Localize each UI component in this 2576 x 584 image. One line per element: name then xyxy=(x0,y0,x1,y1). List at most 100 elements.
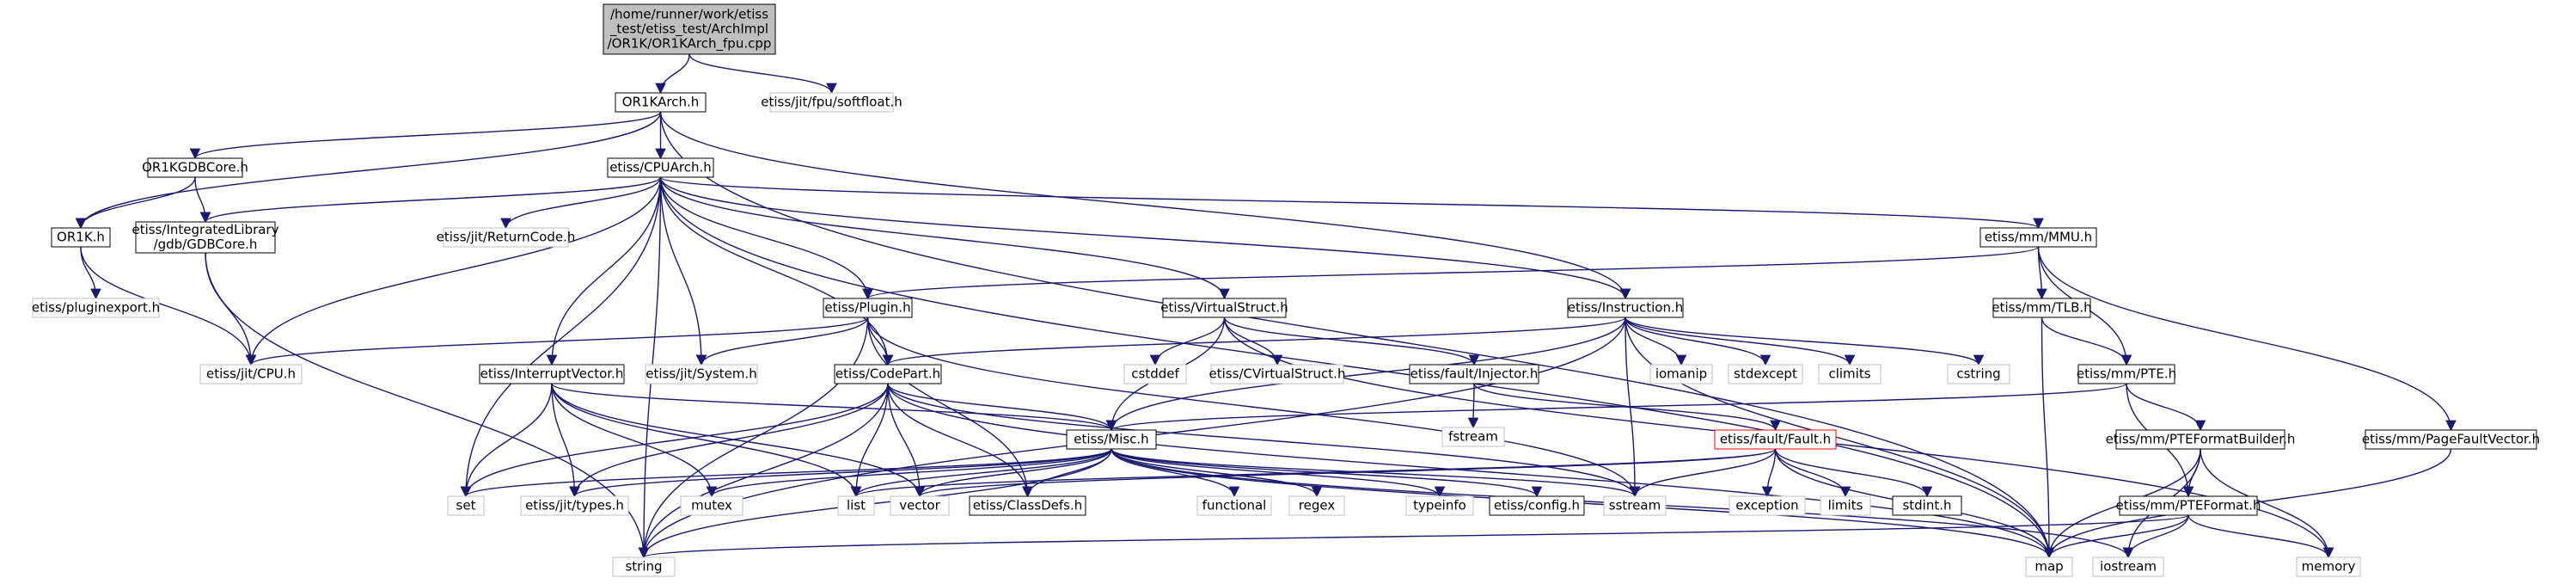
node-label-climits: climits xyxy=(1828,366,1870,382)
node-box-pluginexport xyxy=(32,298,160,318)
node-pte[interactable]: etiss/mm/PTE.h xyxy=(2077,364,2176,384)
node-label-root: /home/runner/work/etiss xyxy=(610,7,768,22)
node-misc[interactable]: etiss/Misc.h xyxy=(1066,429,1157,450)
edge-interruptvector-to-vector xyxy=(551,383,926,498)
node-box-fstream xyxy=(1441,427,1505,447)
edge-cpuarch-to-virtualstruct xyxy=(659,176,1230,300)
node-intlib[interactable]: etiss/IntegratedLibrary/gdb/GDBCore.h xyxy=(132,221,279,254)
node-map: map xyxy=(2025,556,2073,577)
node-limits: limits xyxy=(1820,495,1871,516)
node-label-fstream: fstream xyxy=(1448,429,1498,445)
node-layer: /home/runner/work/etiss_test/etiss_test/… xyxy=(32,3,2540,577)
edge-fault-to-vector xyxy=(915,448,1777,498)
node-fault[interactable]: etiss/fault/Fault.h xyxy=(1714,429,1837,450)
edge-instruction-to-climits xyxy=(1625,317,1856,366)
edge-codepart-to-jittypes xyxy=(569,383,889,498)
node-mmu[interactable]: etiss/mm/MMU.h xyxy=(1979,227,2097,248)
node-label-cstddef: cstddef xyxy=(1131,366,1179,382)
node-or1karch[interactable]: OR1KArch.h xyxy=(615,92,707,113)
node-stdexcept: stdexcept xyxy=(1728,364,1803,384)
node-box-jittypes xyxy=(520,495,629,516)
node-label-classdefs: etiss/ClassDefs.h xyxy=(973,498,1083,513)
node-iomanip: iomanip xyxy=(1649,364,1713,384)
node-label-functional: functional xyxy=(1202,498,1267,513)
node-codepart[interactable]: etiss/CodePart.h xyxy=(834,364,942,384)
node-virtualstruct[interactable]: etiss/VirtualStruct.h xyxy=(1160,298,1288,318)
node-box-functional xyxy=(1196,495,1272,516)
edge-instruction-to-cstring xyxy=(1625,317,1985,366)
node-stdint[interactable]: stdint.h xyxy=(1892,495,1962,516)
node-label-ptebuilder: etiss/mm/PTEFormatBuilder.h xyxy=(2106,432,2296,447)
node-box-stdexcept xyxy=(1728,364,1803,384)
edge-gdbcore-to-or1k xyxy=(75,176,196,230)
node-functional: functional xyxy=(1196,495,1272,516)
node-returncode: etiss/jit/ReturnCode.h xyxy=(437,227,576,248)
node-label-codepart: etiss/CodePart.h xyxy=(835,366,940,382)
node-pteformat[interactable]: etiss/mm/PTEFormat.h xyxy=(2115,495,2261,516)
node-box-injector xyxy=(1409,364,1539,384)
node-label-injector: etiss/fault/Injector.h xyxy=(1410,366,1539,382)
node-classdefs[interactable]: etiss/ClassDefs.h xyxy=(969,495,1086,516)
node-label-intlib: /gdb/GDBCore.h xyxy=(154,237,258,252)
node-cpuarch[interactable]: etiss/CPUArch.h xyxy=(607,157,714,178)
node-label-pte: etiss/mm/PTE.h xyxy=(2077,366,2176,382)
node-label-list: list xyxy=(847,498,866,513)
node-jitcpu: etiss/jit/CPU.h xyxy=(199,364,303,384)
edge-misc-to-typeinfo xyxy=(1111,448,1446,498)
edge-pteformat-to-map xyxy=(2043,514,2189,559)
edge-fault-to-sstream xyxy=(1629,448,1777,498)
node-vector: vector xyxy=(890,495,950,516)
edge-ptebuilder-to-memory xyxy=(2200,448,2334,559)
node-cstring: cstring xyxy=(1947,364,2010,384)
node-box-cvirtualstruct xyxy=(1210,364,1344,384)
node-string: string xyxy=(612,556,676,577)
node-box-mutex xyxy=(680,495,743,516)
node-box-plugin xyxy=(823,298,913,318)
edge-misc-to-string xyxy=(638,448,1112,559)
edge-or1karch-to-or1k xyxy=(75,111,662,230)
edge-cpuarch-to-set xyxy=(460,176,662,498)
node-label-interruptvector: etiss/InterruptVector.h xyxy=(480,366,624,382)
node-pagefault[interactable]: etiss/mm/PageFaultVector.h xyxy=(2362,429,2540,450)
edge-layer xyxy=(75,53,2457,559)
edge-or1karch-to-gdbcore xyxy=(189,111,662,160)
node-ptebuilder[interactable]: etiss/mm/PTEFormatBuilder.h xyxy=(2106,429,2296,450)
node-label-cstring: cstring xyxy=(1956,366,2000,382)
node-box-memory xyxy=(2296,556,2361,577)
node-interruptvector[interactable]: etiss/InterruptVector.h xyxy=(479,364,625,384)
node-label-jittypes: etiss/jit/types.h xyxy=(525,498,624,513)
edge-codepart-to-classdefs xyxy=(887,383,1033,498)
node-box-iomanip xyxy=(1649,364,1713,384)
node-or1k[interactable]: OR1K.h xyxy=(51,227,111,248)
node-label-root: /OR1K/OR1KArch_fpu.cpp xyxy=(608,36,772,52)
node-box-typeinfo xyxy=(1405,495,1474,516)
node-label-mmu: etiss/mm/MMU.h xyxy=(1985,230,2092,245)
edge-cpuarch-to-instruction xyxy=(659,176,1631,300)
edge-codepart-to-list xyxy=(850,383,889,498)
node-plugin[interactable]: etiss/Plugin.h xyxy=(823,298,913,318)
node-box-pte xyxy=(2077,364,2175,384)
node-instruction[interactable]: etiss/Instruction.h xyxy=(1567,298,1684,318)
node-label-returncode: etiss/jit/ReturnCode.h xyxy=(437,230,576,245)
edge-fault-to-limits xyxy=(1774,448,1851,498)
node-box-cstring xyxy=(1947,364,2010,384)
node-box-intlib xyxy=(135,221,276,254)
node-config[interactable]: etiss/config.h xyxy=(1489,495,1585,516)
node-box-or1k xyxy=(51,227,111,248)
node-injector[interactable]: etiss/fault/Injector.h xyxy=(1409,364,1539,384)
node-box-gdbcore xyxy=(147,157,243,178)
edge-instruction-to-misc xyxy=(1105,317,1626,432)
node-gdbcore[interactable]: OR1KGDBCore.h xyxy=(142,157,248,178)
node-label-jitsystem: etiss/jit/System.h xyxy=(646,366,756,382)
node-box-vector xyxy=(890,495,950,516)
node-box-codepart xyxy=(834,364,942,384)
node-label-memory: memory xyxy=(2302,559,2356,575)
edge-injector-to-fstream xyxy=(1467,383,1479,429)
node-box-mmu xyxy=(1979,227,2097,248)
edge-root-to-or1karch xyxy=(655,53,690,95)
node-tlb[interactable]: etiss/mm/TLB.h xyxy=(1992,298,2092,318)
node-root[interactable]: /home/runner/work/etiss_test/etiss_test/… xyxy=(603,3,776,55)
node-box-instruction xyxy=(1567,298,1684,318)
node-sstream: sstream xyxy=(1603,495,1667,516)
edge-misc-to-set xyxy=(461,448,1112,498)
